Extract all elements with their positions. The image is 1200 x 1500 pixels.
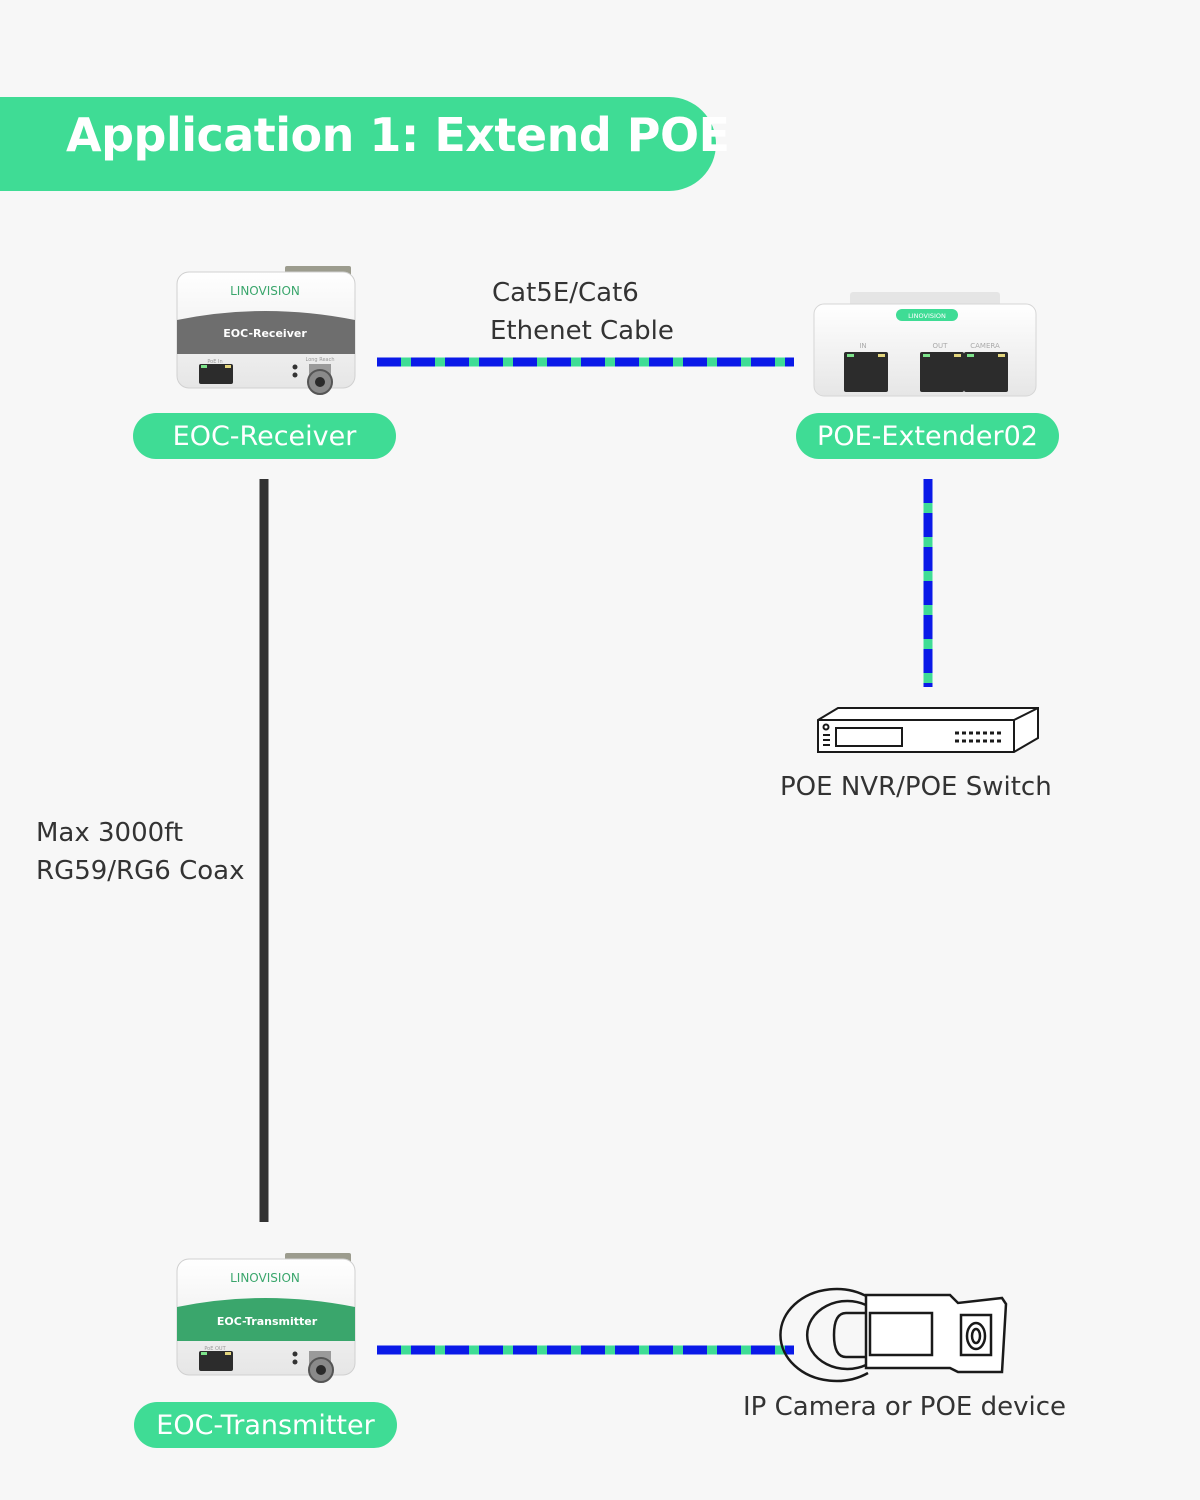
page-title: Application 1: Extend POE [66,108,730,162]
transmitter-port-text: PoE OUT [204,1346,226,1352]
extender-brand-text: LINOVISION [908,312,946,320]
eoc-receiver-device: LINOVISION EOC-Receiver PoE In Long Reac… [176,266,356,395]
ethernet-cable-caption-line1: Cat5E/Cat6 [492,278,639,308]
title-banner [0,97,716,191]
extender-port-out-text: OUT [933,342,949,350]
nvr-switch-icon [817,707,1039,753]
receiver-model-text: EOC-Receiver [223,327,307,340]
ip-camera-icon [779,1287,1008,1383]
eoc-transmitter-label: EOC-Transmitter [134,1402,397,1448]
ethernet-cable-caption-line2: Ethenet Cable [490,316,674,346]
extender-rj45-in [844,352,888,392]
extender-rj45-out [920,352,964,392]
transmitter-rj45-port [199,1351,233,1371]
transmitter-brand-text: LINOVISION [230,1271,300,1285]
extender-port-in-text: IN [859,342,866,350]
coax-caption-line2: RG59/RG6 Coax [36,856,245,886]
eoc-receiver-label: EOC-Receiver [133,413,396,459]
extender-rj45-camera [964,352,1008,392]
receiver-coax-text: Long Reach [306,357,335,363]
eoc-transmitter-device: LINOVISION EOC-Transmitter PoE OUT [176,1253,356,1383]
coax-caption-line1: Max 3000ft [36,818,184,848]
receiver-brand-text: LINOVISION [230,284,300,298]
receiver-port-text: PoE In [207,359,222,365]
poe-extender-device: LINOVISION IN OUT CAMERA [813,292,1037,397]
ip-camera-caption: IP Camera or POE device [743,1392,1067,1422]
receiver-rj45-port [199,364,233,384]
extender-port-camera-text: CAMERA [970,342,1000,350]
poe-extender02-label: POE-Extender02 [796,413,1059,459]
nvr-switch-caption: POE NVR/POE Switch [780,772,1052,802]
transmitter-model-text: EOC-Transmitter [217,1315,318,1328]
